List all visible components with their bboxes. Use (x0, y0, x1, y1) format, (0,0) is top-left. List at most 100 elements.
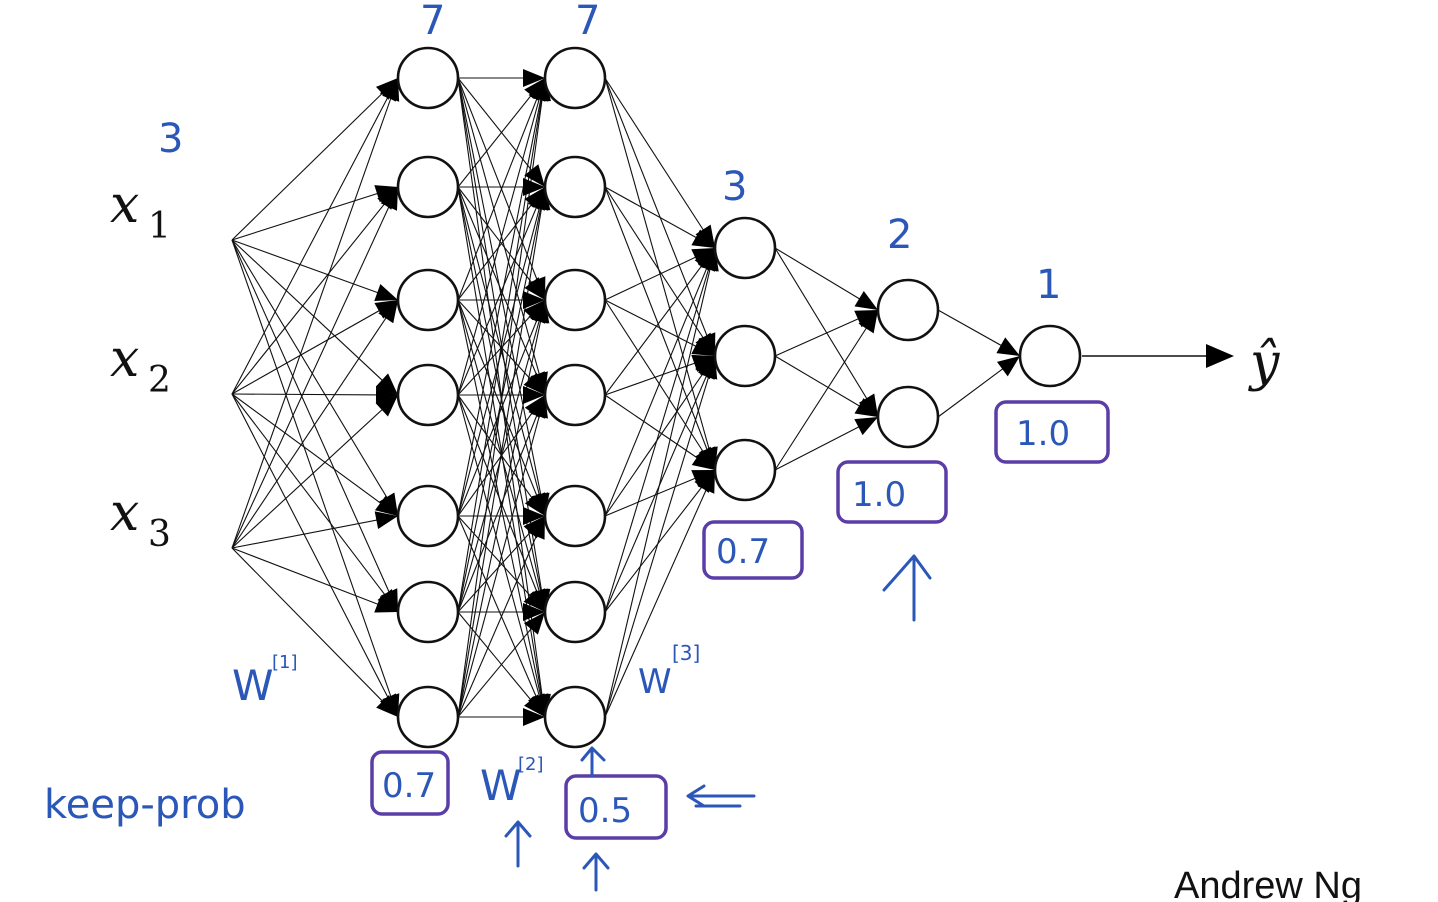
arrowhead-l0-2-to-l1-4 (374, 511, 398, 530)
output-y-hat: ŷ (1248, 333, 1280, 393)
neuron-layer4-2 (876, 385, 940, 449)
edge-l0-0-to-l1-6 (231, 239, 399, 718)
arrowhead-l3-0-to-l4-0 (854, 290, 878, 310)
w2-note: W (480, 761, 522, 810)
edge-l0-2-to-l1-0 (231, 77, 399, 549)
arrowhead-l0-2-to-l1-1 (380, 187, 398, 211)
arrowhead-l1-6-to-l2-4 (528, 516, 545, 540)
arrowhead-l2-3-to-l3-2 (691, 450, 715, 470)
arrowhead-l1-1-to-l2-1 (523, 178, 545, 196)
neuron-layer1-3 (396, 268, 460, 332)
neuron-layer2-2 (543, 155, 607, 219)
w2-sup-note: [2] (518, 754, 544, 775)
edge-l0-2-to-l1-1 (231, 186, 399, 549)
arrowhead-l1-3-to-l2-4 (524, 492, 545, 516)
arrowhead-l1-6-to-l2-6 (523, 708, 545, 726)
pointer-arrow-w2 (504, 820, 532, 868)
arrowhead-l1-2-to-l2-3 (523, 372, 545, 395)
keep-prob-value-layer4: 1.0 (852, 475, 906, 515)
input-x1: x 1 (110, 175, 171, 247)
keep-prob-value-layer3: 0.7 (716, 532, 770, 572)
edge-l2-5-to-l3-0 (604, 247, 716, 613)
keep-prob-box-layer5: 1.0 (994, 400, 1110, 464)
keep-prob-value-layer2: 0.5 (578, 791, 632, 831)
neuron-layer2-1 (543, 46, 607, 110)
edge-l0-0-to-l1-2 (231, 239, 399, 301)
edge-l0-0-to-l1-4 (231, 239, 399, 517)
layer5-size-note: 1 (1036, 262, 1061, 308)
author-credit: Andrew Ng (1174, 865, 1362, 902)
keep-prob-box-layer3: 0.7 (702, 520, 804, 580)
arrowhead-l2-1-to-l3-1 (695, 332, 715, 356)
arrowhead-l1-6-to-l2-3 (530, 395, 548, 419)
neuron-layer2-7 (543, 685, 607, 749)
neuron-layer1-2 (396, 155, 460, 219)
edge-l1-3-to-l2-1 (457, 186, 546, 396)
arrowhead-l0-2-to-l1-3 (375, 395, 398, 417)
edge-l2-4-to-l3-0 (604, 247, 716, 517)
keep-prob-box-layer4: 1.0 (836, 460, 948, 524)
edge-l2-6-to-l3-2 (604, 469, 716, 718)
edge-l0-1-to-l1-2 (231, 299, 399, 395)
neuron-layer1-5 (396, 484, 460, 548)
arrowhead-l1-1-to-l2-2 (524, 277, 545, 300)
edge-l0-2-to-l1-4 (231, 515, 399, 549)
arrowhead-l4-0-to-l5-0 (996, 337, 1020, 356)
edge-l0-2-to-l1-3 (231, 394, 399, 549)
neuron-layer2-6 (543, 580, 607, 644)
arrowhead-l1-3-to-l2-3 (523, 386, 545, 404)
edge-l1-6-to-l2-4 (457, 515, 546, 718)
input-x1-base: x (110, 175, 139, 235)
input-x3-base: x (110, 483, 139, 543)
edge-l2-6-to-l3-0 (604, 247, 716, 718)
neuron-layer1-7 (396, 685, 460, 749)
edge-l0-0-to-l1-3 (231, 239, 399, 396)
edge-l1-5-to-l2-3 (457, 394, 546, 613)
input-x2-base: x (110, 329, 139, 389)
neurons (396, 46, 1082, 749)
edge-l1-3-to-l2-0 (457, 77, 546, 396)
arrowhead-l0-0-to-l1-3 (375, 373, 398, 395)
keep-prob-value-layer1: 0.7 (382, 766, 436, 806)
output-arrowhead (1206, 344, 1234, 368)
layer1-size-note: 7 (420, 0, 445, 44)
w1-sup-note: [1] (272, 652, 298, 673)
arrowhead-l1-4-to-l2-5 (523, 589, 545, 612)
pointer-arrow-keep05-left (686, 784, 756, 808)
neuron-layer2-5 (543, 484, 607, 548)
arrowhead-l1-6-to-l2-5 (524, 612, 545, 635)
neuron-layer3-1 (713, 216, 777, 280)
edge-l2-3-to-l3-0 (604, 247, 716, 396)
arrowhead-l1-5-to-l2-5 (523, 603, 545, 621)
input-size-note: 3 (158, 116, 183, 162)
edge-l1-4-to-l2-1 (457, 186, 546, 517)
input-x2-sub: 2 (148, 360, 171, 401)
arrowhead-l2-3-to-l3-1 (691, 354, 715, 372)
input-x1-sub: 1 (148, 206, 171, 247)
edge-l1-2-to-l2-0 (457, 77, 546, 301)
w1-note: W (232, 661, 274, 710)
edge-l0-1-to-l1-3 (231, 393, 399, 396)
arrowhead-l1-2-to-l2-2 (523, 291, 545, 309)
edge-l2-5-to-l3-2 (604, 469, 716, 613)
arrowhead-l2-6-to-l3-1 (699, 356, 718, 380)
edge-l0-0-to-l1-1 (231, 186, 399, 241)
arrowhead-l0-2-to-l1-0 (382, 78, 400, 102)
edge-l1-5-to-l2-2 (457, 299, 546, 613)
neuron-layer4-1 (876, 278, 940, 342)
w3-sup-note: [3] (672, 641, 700, 665)
layer2-size-note: 7 (575, 0, 600, 44)
arrowhead-l0-1-to-l1-5 (377, 589, 398, 612)
arrowhead-l0-0-to-l1-2 (374, 284, 398, 301)
edge-l2-1-to-l3-1 (604, 186, 716, 357)
neuron-layer2-3 (543, 268, 607, 332)
arrowhead-l2-1-to-l3-0 (691, 229, 715, 248)
arrowhead-l1-5-to-l2-6 (524, 694, 545, 717)
edge-l0-2-to-l1-2 (231, 299, 399, 549)
arrowhead-l2-2-to-l3-1 (691, 337, 715, 356)
edge-l1-6-to-l2-2 (457, 299, 546, 718)
edge-l1-6-to-l2-1 (457, 186, 546, 718)
edge-l2-3-to-l3-2 (604, 394, 716, 471)
